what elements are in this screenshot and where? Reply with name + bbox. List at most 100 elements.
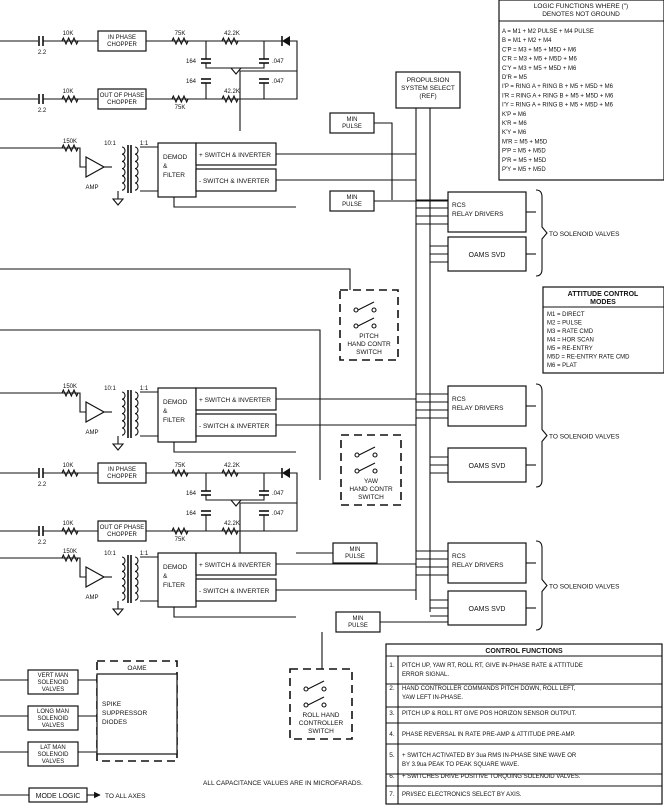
roll-solenoid-brace: [535, 540, 548, 631]
roll-demod-filter-label: FILTER: [163, 582, 185, 589]
yaw-oams-svd-label: OAMS SVD: [469, 463, 506, 470]
attitude-control-mode-item: M1 = DIRECT: [547, 312, 585, 318]
wire: [205, 495, 265, 501]
pitch-diode: [282, 36, 290, 46]
yaw-resistor-150k: [61, 388, 79, 398]
propulsion-system-select: [395, 71, 461, 109]
wire: [290, 498, 298, 532]
long-man-solenoid-valves-label: VALVES: [42, 723, 64, 729]
yaw-demod-filter-label: FILTER: [163, 417, 185, 424]
logic-function-item: A = M1 + M2 PULSE + M4 PULSE: [502, 29, 594, 35]
roll-hand-controller-switch-label: SWITCH: [308, 728, 334, 735]
control-function-text: PRI/SEC ELECTRONICS SELECT BY AXIS.: [402, 792, 522, 798]
roll-hand-controller-switch: [289, 668, 353, 740]
yaw-rcs-relay-drivers-label: RCS: [452, 396, 466, 403]
pitch-switch-contact: [353, 323, 359, 329]
control-function-text: + SWITCH ACTIVATED BY 3ua RMS IN-PHASE S…: [402, 753, 577, 759]
roll-diode: [282, 468, 290, 478]
roll-to-solenoid-valves-label: TO SOLENOID VALVES: [549, 584, 620, 591]
pitch-hand-controller-switch-label: PITCH: [359, 333, 379, 340]
roll-in-phase-chopper-label: CHOPPER: [107, 474, 137, 480]
vert-man-solenoid-valves-label: VALVES: [42, 687, 64, 693]
roll-ground-symbol: [229, 499, 243, 507]
roll-switch-inverter-minus-label: - SWITCH & INVERTER: [199, 588, 270, 595]
wire: [290, 40, 298, 66]
roll-resistor-42k-label: 42.2K: [224, 521, 240, 527]
pitch-amp-label: AMP: [85, 185, 98, 191]
pitch-in-phase-chopper-label: IN PHASE: [108, 35, 136, 41]
pitch-demod-filter-label: &: [163, 163, 168, 170]
pitch-switch-inverter-plus-label: + SWITCH & INVERTER: [199, 152, 271, 159]
control-function-text: YAW LEFT IN-PHASE.: [402, 695, 463, 701]
roll-switch-inverter-plus-label: + SWITCH & INVERTER: [199, 562, 271, 569]
pitch-rcs-relay-drivers-label: RCS: [452, 202, 466, 209]
roll-resistor-42k-label: 42.2K: [224, 463, 240, 469]
logic-function-item: K'R = M6: [502, 121, 527, 127]
wire: [290, 472, 298, 498]
wire: [0, 147, 86, 168]
propulsion-system-select-label: SYSTEM SELECT: [401, 85, 455, 92]
pitch-resistor-75k: [171, 94, 189, 104]
wire: [173, 195, 296, 208]
pitch-resistor-42k-label: 42.2K: [224, 31, 240, 37]
pitch-resistor-75k-label: 75K: [175, 105, 186, 111]
pitch-resistor-75k: [171, 36, 189, 46]
propulsion-system-select-label: (REF): [419, 93, 436, 100]
roll-amp-label: AMP: [85, 595, 98, 601]
to-all-axes-label: TO ALL AXES: [105, 793, 146, 800]
yaw-transformer: [121, 391, 126, 436]
roll-resistor-10k: [61, 526, 79, 536]
roll-capacitor-label: 2.2: [38, 482, 47, 488]
oame-label: OAME: [127, 665, 147, 672]
roll-amplifier: [85, 565, 106, 589]
yaw-amplifier: [85, 400, 106, 424]
logic-functions-legend: [498, 0, 664, 181]
pitch-in-phase-chopper: [97, 30, 147, 52]
logic-function-item: C'Y = M3 + M5 + M5D + M6: [502, 66, 577, 72]
pitch-min-pulse-label: MIN: [347, 195, 358, 201]
pitch-min-pulse-lower: [329, 190, 375, 212]
yaw-oams-svd: [447, 447, 527, 483]
pitch-ground-symbol: [111, 198, 125, 206]
control-function-text: PHASE REVERSAL IN RATE PRE-AMP & ATTITUD…: [402, 732, 576, 738]
attitude-control-mode-item: M5 = RE-ENTRY: [547, 346, 593, 352]
control-function-number: 7.: [389, 791, 395, 798]
pitch-resistor-label: 10K: [63, 89, 74, 95]
control-function-number: 6.: [389, 773, 395, 780]
roll-transformer-ratio: 10:1: [104, 551, 116, 557]
spike-suppressor-diodes: [96, 673, 178, 755]
yaw-switch-contact: [354, 468, 360, 474]
roll-resistor-label: 10K: [63, 521, 74, 527]
pitch-amplifier: [85, 155, 106, 179]
pitch-min-pulse-upper: [329, 112, 375, 134]
pitch-to-solenoid-valves-label: TO SOLENOID VALVES: [549, 231, 620, 238]
attitude-control-modes-legend: [542, 286, 664, 374]
mode-logic-label: MODE LOGIC: [36, 793, 81, 800]
vert-man-solenoid-valves: [27, 669, 79, 695]
control-function-text: PITCH UP, YAW RT, ROLL RT, GIVE IN-PHASE…: [402, 663, 583, 669]
roll-ground-symbol: [111, 608, 125, 616]
yaw-switch-inverter-plus: [195, 387, 277, 411]
yaw-resistor-150k-label: 150K: [63, 384, 77, 390]
yaw-hand-controller-switch-label: SWITCH: [358, 494, 384, 501]
pitch-rcs-relay-drivers: [447, 191, 527, 233]
pitch-resistor-42k-label: 42.2K: [224, 89, 240, 95]
yaw-solenoid-brace: [535, 383, 548, 488]
wire: [239, 70, 297, 131]
control-function-text: HAND CONTROLLER COMMANDS PITCH DOWN, ROL…: [402, 686, 576, 692]
pitch-capacitor-047-label: .047: [272, 59, 284, 65]
roll-resistor-42k: [221, 526, 239, 536]
wire: [0, 392, 86, 413]
lat-man-solenoid-valves-label: LAT MAN: [40, 745, 65, 751]
lat-man-solenoid-valves-label: SOLENOID: [37, 752, 69, 758]
logic-function-item: P'Y = M5 + M5D: [502, 167, 546, 173]
yaw-to-solenoid-valves-label: TO SOLENOID VALVES: [549, 434, 620, 441]
yaw-switch-inverter-minus: [195, 413, 277, 437]
pitch-resistor-label: 10K: [63, 31, 74, 37]
roll-hand-controller-switch-label: CONTROLLER: [299, 720, 344, 727]
roll-demod-filter-label: &: [163, 573, 168, 580]
roll-switch-blade: [307, 696, 325, 706]
yaw-transformer-ratio: 10:1: [104, 386, 116, 392]
roll-oams-svd: [447, 590, 527, 626]
